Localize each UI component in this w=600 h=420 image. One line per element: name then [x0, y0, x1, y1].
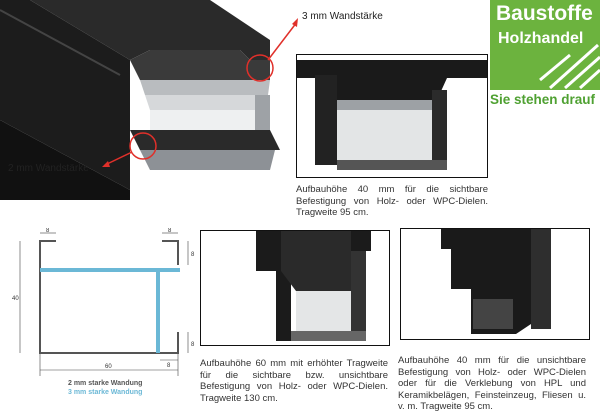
product-caption-2: Aufbauhöhe 60 mm mit erhöhter Tragweite … [200, 358, 388, 404]
legend-3mm: 3 mm starke Wandung [68, 389, 143, 396]
logo-line2: Holzhandel [498, 30, 584, 47]
product-image-40mm-hidden [400, 228, 590, 340]
dim-width: 60 [105, 364, 112, 370]
dim-right-lower: 8 [191, 342, 195, 348]
brand-logo: Baustoffe Holzhandel Sie stehen drauf [490, 0, 600, 110]
wall-2mm-marker [129, 132, 157, 160]
product-caption-1: Aufbauhöhe 40 mm für die sichtbare Befes… [296, 184, 488, 218]
logo-slogan: Sie stehen drauf [490, 92, 596, 107]
legend-2mm: 2 mm starke Wandung [68, 380, 143, 387]
wall-3mm-label: 3 mm Wandstärke [302, 11, 383, 22]
wall-3mm-marker [246, 54, 274, 82]
wall-2mm-label: 2 mm Wandstärke [8, 163, 89, 174]
dim-height: 40 [12, 296, 19, 302]
logo-line1: Baustoffe [496, 2, 593, 25]
product-image-60mm [200, 230, 390, 346]
profile-cross-section-diagram: 8 8 8 40 8 8 60 [12, 228, 195, 376]
product-image-40mm-visible [296, 54, 488, 178]
product-caption-3: Aufbauhöhe 40 mm für die unsichtbare Bef… [398, 355, 586, 412]
hero-profile-image [0, 0, 298, 200]
dim-top-left: 8 [46, 228, 50, 234]
dim-right-upper: 8 [191, 252, 195, 258]
dim-bottom-right: 8 [167, 363, 171, 369]
dim-top-right: 8 [168, 228, 172, 234]
